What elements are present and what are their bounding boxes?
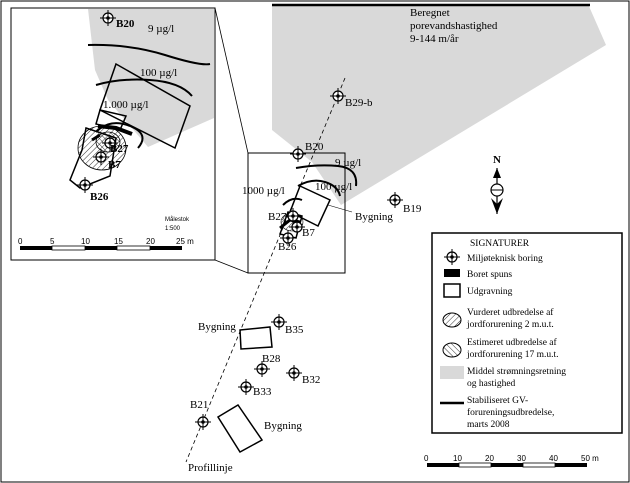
- boring-b20-label: B20: [305, 141, 324, 153]
- main-contour-1000: [282, 197, 303, 206]
- flow-zone-main: [272, 4, 606, 205]
- building-lower-2: [216, 403, 264, 453]
- boring-b29b-label: B29-b: [345, 97, 373, 109]
- legend-title: SIGNATURER: [470, 239, 530, 249]
- legend-item-gw-1: Stabiliseret GV-: [467, 396, 528, 406]
- inset-scalebar-2: [51, 245, 86, 251]
- profile-line: [185, 77, 346, 463]
- inset-sheet-pile-2: [91, 133, 101, 142]
- legend-item-boring: Miljøteknisk boring: [467, 254, 543, 264]
- inset-connector-top: [214, 7, 249, 154]
- inset-contour-1000-label: 1.000 µg/l: [103, 99, 148, 111]
- legend-sheet-pile-icon: [444, 269, 460, 277]
- legend-item-sheet-pile: Boret spuns: [467, 270, 512, 280]
- inset-flow-zone: [88, 9, 214, 147]
- main-contour-9-label: 9 µg/l: [335, 157, 361, 169]
- inset-scale-title: Målestok: [165, 216, 190, 223]
- main-scalebar: 0 10 20 30 40 50 m: [424, 454, 599, 468]
- inset-scale-tick-20: 20: [146, 237, 155, 246]
- main-scale-tick-40: 40: [549, 454, 558, 463]
- inset-contour-100-label: 100 µg/l: [140, 67, 177, 79]
- legend-item-excavation: Udgravning: [467, 287, 513, 297]
- main-contour-9: [295, 164, 358, 187]
- inset-connector-bottom: [214, 259, 249, 274]
- inset-building-1: [99, 62, 191, 150]
- inset-scalebar-4: [116, 245, 151, 251]
- boring-b33-label: B33: [253, 386, 272, 398]
- boring-b19-label: B19: [403, 203, 422, 215]
- north-arrow-icon: N: [490, 154, 504, 214]
- main-scale-tick-50: 50 m: [581, 454, 599, 463]
- inset-scale-ratio: 1:500: [165, 226, 181, 232]
- main-contour-1000-label: 1000 µg/l: [242, 185, 285, 197]
- boring-b35-label: B35: [285, 324, 304, 336]
- main-contour-100-label: 100 µg/l: [315, 181, 352, 193]
- main-contour-100: [297, 179, 341, 197]
- boring-b21-label: B21: [190, 399, 208, 411]
- inset-scale-tick-15: 15: [114, 237, 123, 246]
- inset-scale-tick-25: 25 m: [176, 237, 194, 246]
- building-lower-1-label: Bygning: [198, 321, 236, 333]
- main-scale-tick-20: 20: [485, 454, 494, 463]
- legend-item-hatch-17m-2: jordforurening 17 m.u.t.: [466, 349, 559, 360]
- main-scale-tick-10: 10: [453, 454, 462, 463]
- legend-hatch-2m-icon: [442, 312, 462, 328]
- inset-boring-b7-label: B7: [108, 159, 121, 171]
- gradient-label-2: porevandshastighed: [410, 20, 498, 32]
- boring-b28-label: B28: [262, 353, 281, 365]
- inset-contour-9-label: 9 µg/l: [148, 23, 174, 35]
- legend-item-flow-2: og hastighed: [467, 379, 516, 389]
- gradient-label-1: Beregnet: [410, 7, 450, 19]
- legend-item-hatch-2m-1: Vurderet udbredelse af: [467, 307, 554, 318]
- main-scale-tick-0: 0: [424, 454, 429, 463]
- main-building-leader: [327, 204, 353, 213]
- legend-item-gw-3: marts 2008: [467, 420, 510, 430]
- legend-excavation-icon: [443, 283, 461, 298]
- main-scale-tick-30: 30: [517, 454, 526, 463]
- boring-b27-label: B27: [268, 211, 287, 223]
- boring-b32-label: B32: [302, 374, 320, 386]
- profile-line-label: Profillinje: [188, 462, 233, 474]
- building-lower-1: [239, 326, 273, 350]
- main-building-label-1: Bygning: [355, 211, 393, 223]
- legend-item-hatch-2m-2: jordforurening 2 m.u.t.: [466, 319, 554, 330]
- gradient-label-3: 9-144 m/år: [410, 33, 459, 45]
- legend-item-gw-2: forureningsudbredelse,: [467, 407, 554, 418]
- boring-b7-label: B7: [302, 227, 315, 239]
- legend-item-flow-1: Middel strømningsretning: [467, 367, 566, 377]
- main-building-central: [289, 184, 331, 228]
- legend-hatch-17m-icon: [442, 342, 462, 358]
- inset-scale-tick-0: 0: [18, 237, 23, 246]
- inset-sheet-pile: [97, 124, 133, 136]
- svg-text:N: N: [493, 154, 501, 166]
- legend-flow-zone-icon: [440, 366, 464, 379]
- inset-panel: 9 µg/l 100 µg/l 1.000 µg/l B20 B27 B7 B2…: [10, 7, 216, 261]
- legend: SIGNATURER Miljøteknisk boring Boret spu…: [431, 232, 623, 434]
- inset-scalebar-5: [150, 246, 182, 250]
- inset-scale-tick-10: 10: [81, 237, 90, 246]
- inset-contour-9: [87, 43, 211, 66]
- inset-scalebar-1: [20, 246, 52, 250]
- inset-boring-b26-label: B26: [90, 191, 109, 203]
- inset-scale-tick-5: 5: [50, 237, 55, 246]
- inset-boring-b20-label: B20: [116, 18, 135, 30]
- inset-boring-b27-label: B27: [110, 143, 129, 155]
- inset-scalebar-3: [85, 246, 117, 250]
- boring-b26-label: B26: [278, 241, 297, 253]
- legend-item-hatch-17m-1: Estimeret udbredelse af: [467, 337, 558, 348]
- building-lower-2-label: Bygning: [264, 420, 302, 432]
